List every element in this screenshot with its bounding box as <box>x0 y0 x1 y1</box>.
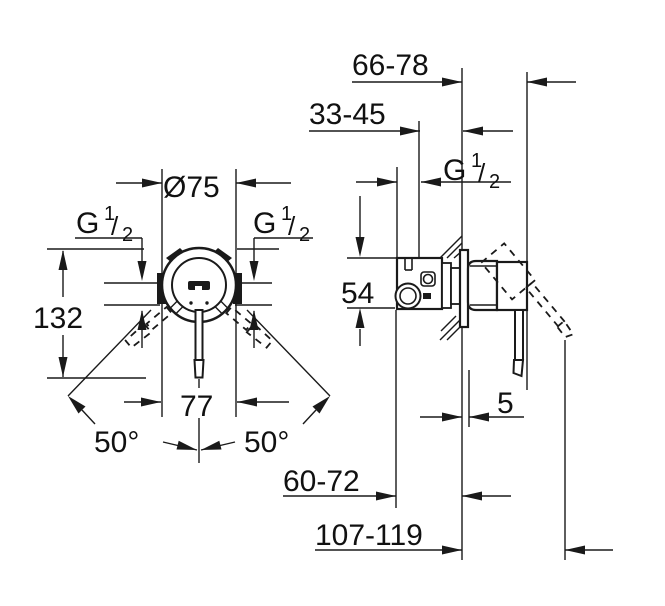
thread-numerator: 1 <box>104 203 115 225</box>
thread-slash: / <box>478 158 486 188</box>
thread-numerator: 1 <box>471 150 482 172</box>
dim-width-label: 77 <box>180 390 213 423</box>
thread-g: G <box>76 207 99 240</box>
lever-side <box>512 309 525 378</box>
dim-total-depth-label: 107-119 <box>315 519 423 552</box>
dim-angle-left-label: 50° <box>94 426 139 459</box>
dim-body-height-label: 54 <box>341 277 374 310</box>
trim-adapter <box>466 259 499 312</box>
lever-side-swing <box>479 242 575 339</box>
dim-rough-in-depth-label: 60-72 <box>283 465 360 498</box>
lever-front-swing-left <box>124 305 173 349</box>
screw-dot-right <box>205 301 209 305</box>
dim-diameter-label: Ø75 <box>163 171 220 204</box>
thread-label-front-left: G 1 / 2 <box>76 203 133 246</box>
lever-front-swing-right <box>225 305 274 349</box>
dim-height-label: 132 <box>33 302 83 335</box>
thread-slash: / <box>288 211 296 241</box>
dim-escutcheon-depth-label: 5 <box>497 387 514 420</box>
thread-denominator: 2 <box>489 171 500 193</box>
thread-g: G <box>253 207 276 240</box>
handle-hub-marker <box>188 281 210 290</box>
screw-dot-left <box>189 301 193 305</box>
side-view: 66-78 33-45 G 1 / 2 54 <box>283 49 613 560</box>
escutcheon-side <box>458 248 470 329</box>
lever-front <box>193 309 205 379</box>
thread-numerator: 1 <box>281 203 292 225</box>
thread-denominator: 2 <box>299 224 310 246</box>
thread-label-front-right: G 1 / 2 <box>253 203 310 246</box>
dim-wall-to-pipe-label: 33-45 <box>309 98 386 131</box>
dim-wall-to-handle-label: 66-78 <box>352 49 429 82</box>
thread-slash: / <box>111 211 119 241</box>
cartridge <box>441 262 452 309</box>
dim-angle-right-label: 50° <box>244 426 289 459</box>
thread-g: G <box>443 154 466 187</box>
handle-knob <box>495 260 529 312</box>
rough-in-body <box>394 256 461 311</box>
port-tab-right <box>233 273 242 304</box>
front-view: Ø75 132 G 1 / 2 G 1 / 2 <box>33 169 331 463</box>
inlet-port <box>394 282 422 310</box>
thread-denominator: 2 <box>122 224 133 246</box>
thread-label-side: G 1 / 2 <box>443 150 500 193</box>
